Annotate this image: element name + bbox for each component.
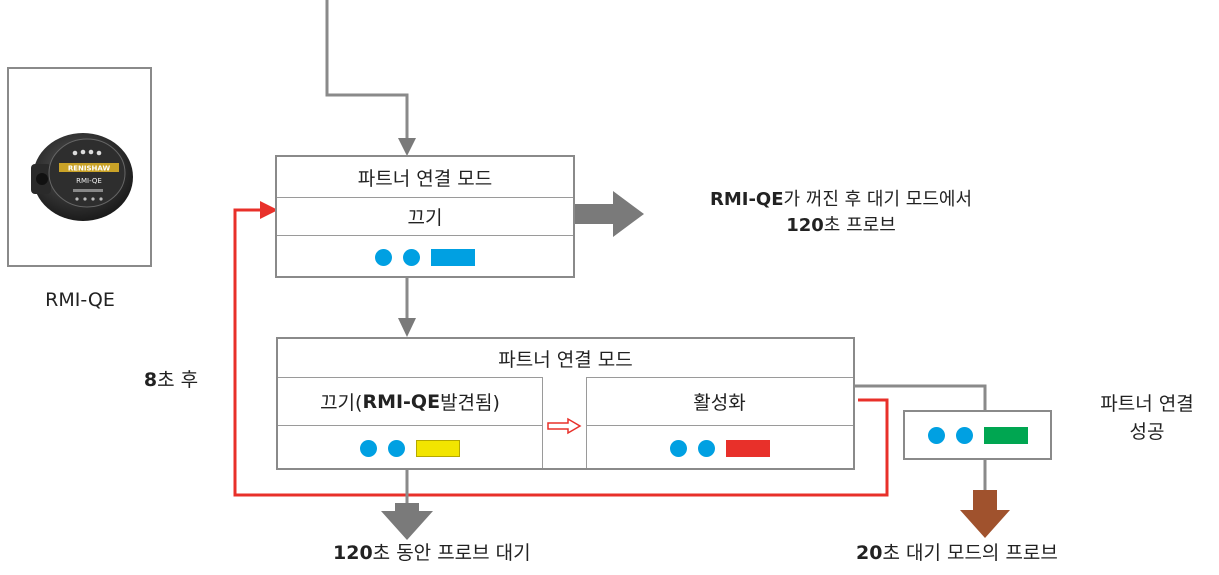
partner-mode-off-box: 파트너 연결 모드 끄기 (275, 155, 575, 278)
partner-mode-detect-box: 파트너 연결 모드 끄기(RMI-QE 발견됨) 활성화 (276, 337, 855, 470)
led-red-bar (725, 439, 770, 457)
bottom-right-text: 초 대기 모드의 프로브 (882, 542, 1058, 564)
led-blue-dot (955, 426, 973, 444)
success-label: 파트너 연결 성공 (1078, 391, 1216, 446)
led-green-bar (983, 426, 1028, 444)
led-blue-dot (697, 439, 715, 457)
after-8s-text: 초 후 (157, 369, 199, 391)
box2-right-state: 활성화 (586, 377, 853, 425)
bottom-right-label: 20초 대기 모드의 프로브 (856, 540, 1126, 568)
box1-title: 파트너 연결 모드 (357, 167, 493, 190)
box1-state: 끄기 (277, 197, 573, 235)
device-caption: RMI-QE (45, 289, 115, 311)
device-brand-text: RENISHAW (68, 165, 111, 173)
brown-down-arrow (960, 490, 1010, 538)
box2-divider-left (542, 377, 543, 468)
gray-down-arrow (381, 503, 433, 540)
box2-left-leds (278, 425, 542, 470)
device-photo: RENISHAW RMI-QE (31, 133, 133, 221)
led-blue-dot (403, 248, 420, 266)
bottom-left-text: 초 동안 프로브 대기 (372, 542, 531, 564)
note-line2: 초 프로브 (823, 215, 896, 237)
note-line1: 가 꺼진 후 대기 모드에서 (783, 189, 973, 210)
incoming-arrowhead (398, 138, 416, 156)
box1-exit-arrow (575, 191, 644, 237)
after-8s-label: 8초 후 (126, 367, 216, 395)
success-line (855, 384, 987, 410)
box1-leds (277, 235, 573, 278)
led-blue-dot (669, 439, 687, 457)
incoming-line (325, 0, 409, 140)
led-blue-bar (431, 248, 475, 266)
led-blue-dot (927, 426, 945, 444)
box2-right-leds (586, 425, 853, 470)
box1-to-box2-arrowhead (398, 318, 416, 337)
box2-divider-right (586, 377, 587, 468)
led-blue-dot (375, 248, 392, 266)
box2-left-state-bold: RMI-QE (362, 390, 441, 413)
bottom-left-label: 120초 동안 프로브 대기 (333, 540, 633, 568)
box2-title: 파트너 연결 모드 (498, 348, 633, 371)
red-loop-line (233, 208, 889, 497)
bottom-left-number: 120 (333, 542, 373, 564)
bottom-right-number: 20 (856, 542, 883, 564)
device-photo-frame: RENISHAW RMI-QE (7, 67, 152, 267)
success-label-line2: 성공 (1129, 420, 1165, 443)
note-rmi-qe: RMI-QE (709, 189, 784, 210)
red-loop-arrowhead (260, 201, 278, 219)
partner-success-box (903, 410, 1052, 460)
box2-left-state: 끄기(RMI-QE 발견됨) (278, 377, 542, 425)
box1-exit-note: RMI-QE가 꺼진 후 대기 모드에서 120초 프로브 (655, 187, 1027, 239)
led-yellow-bar (416, 439, 460, 457)
box2-left-state-a: 끄기( (320, 392, 363, 414)
note-120: 120 (786, 215, 824, 237)
after-8s-number: 8 (143, 369, 158, 391)
transition-arrow-icon (547, 417, 582, 435)
device-model-text: RMI-QE (76, 177, 102, 185)
led-blue-dot (360, 439, 377, 457)
success-label-line1: 파트너 연결 (1100, 393, 1194, 415)
box2-left-state-b: 발견됨) (440, 392, 500, 414)
led-blue-dot (388, 439, 405, 457)
